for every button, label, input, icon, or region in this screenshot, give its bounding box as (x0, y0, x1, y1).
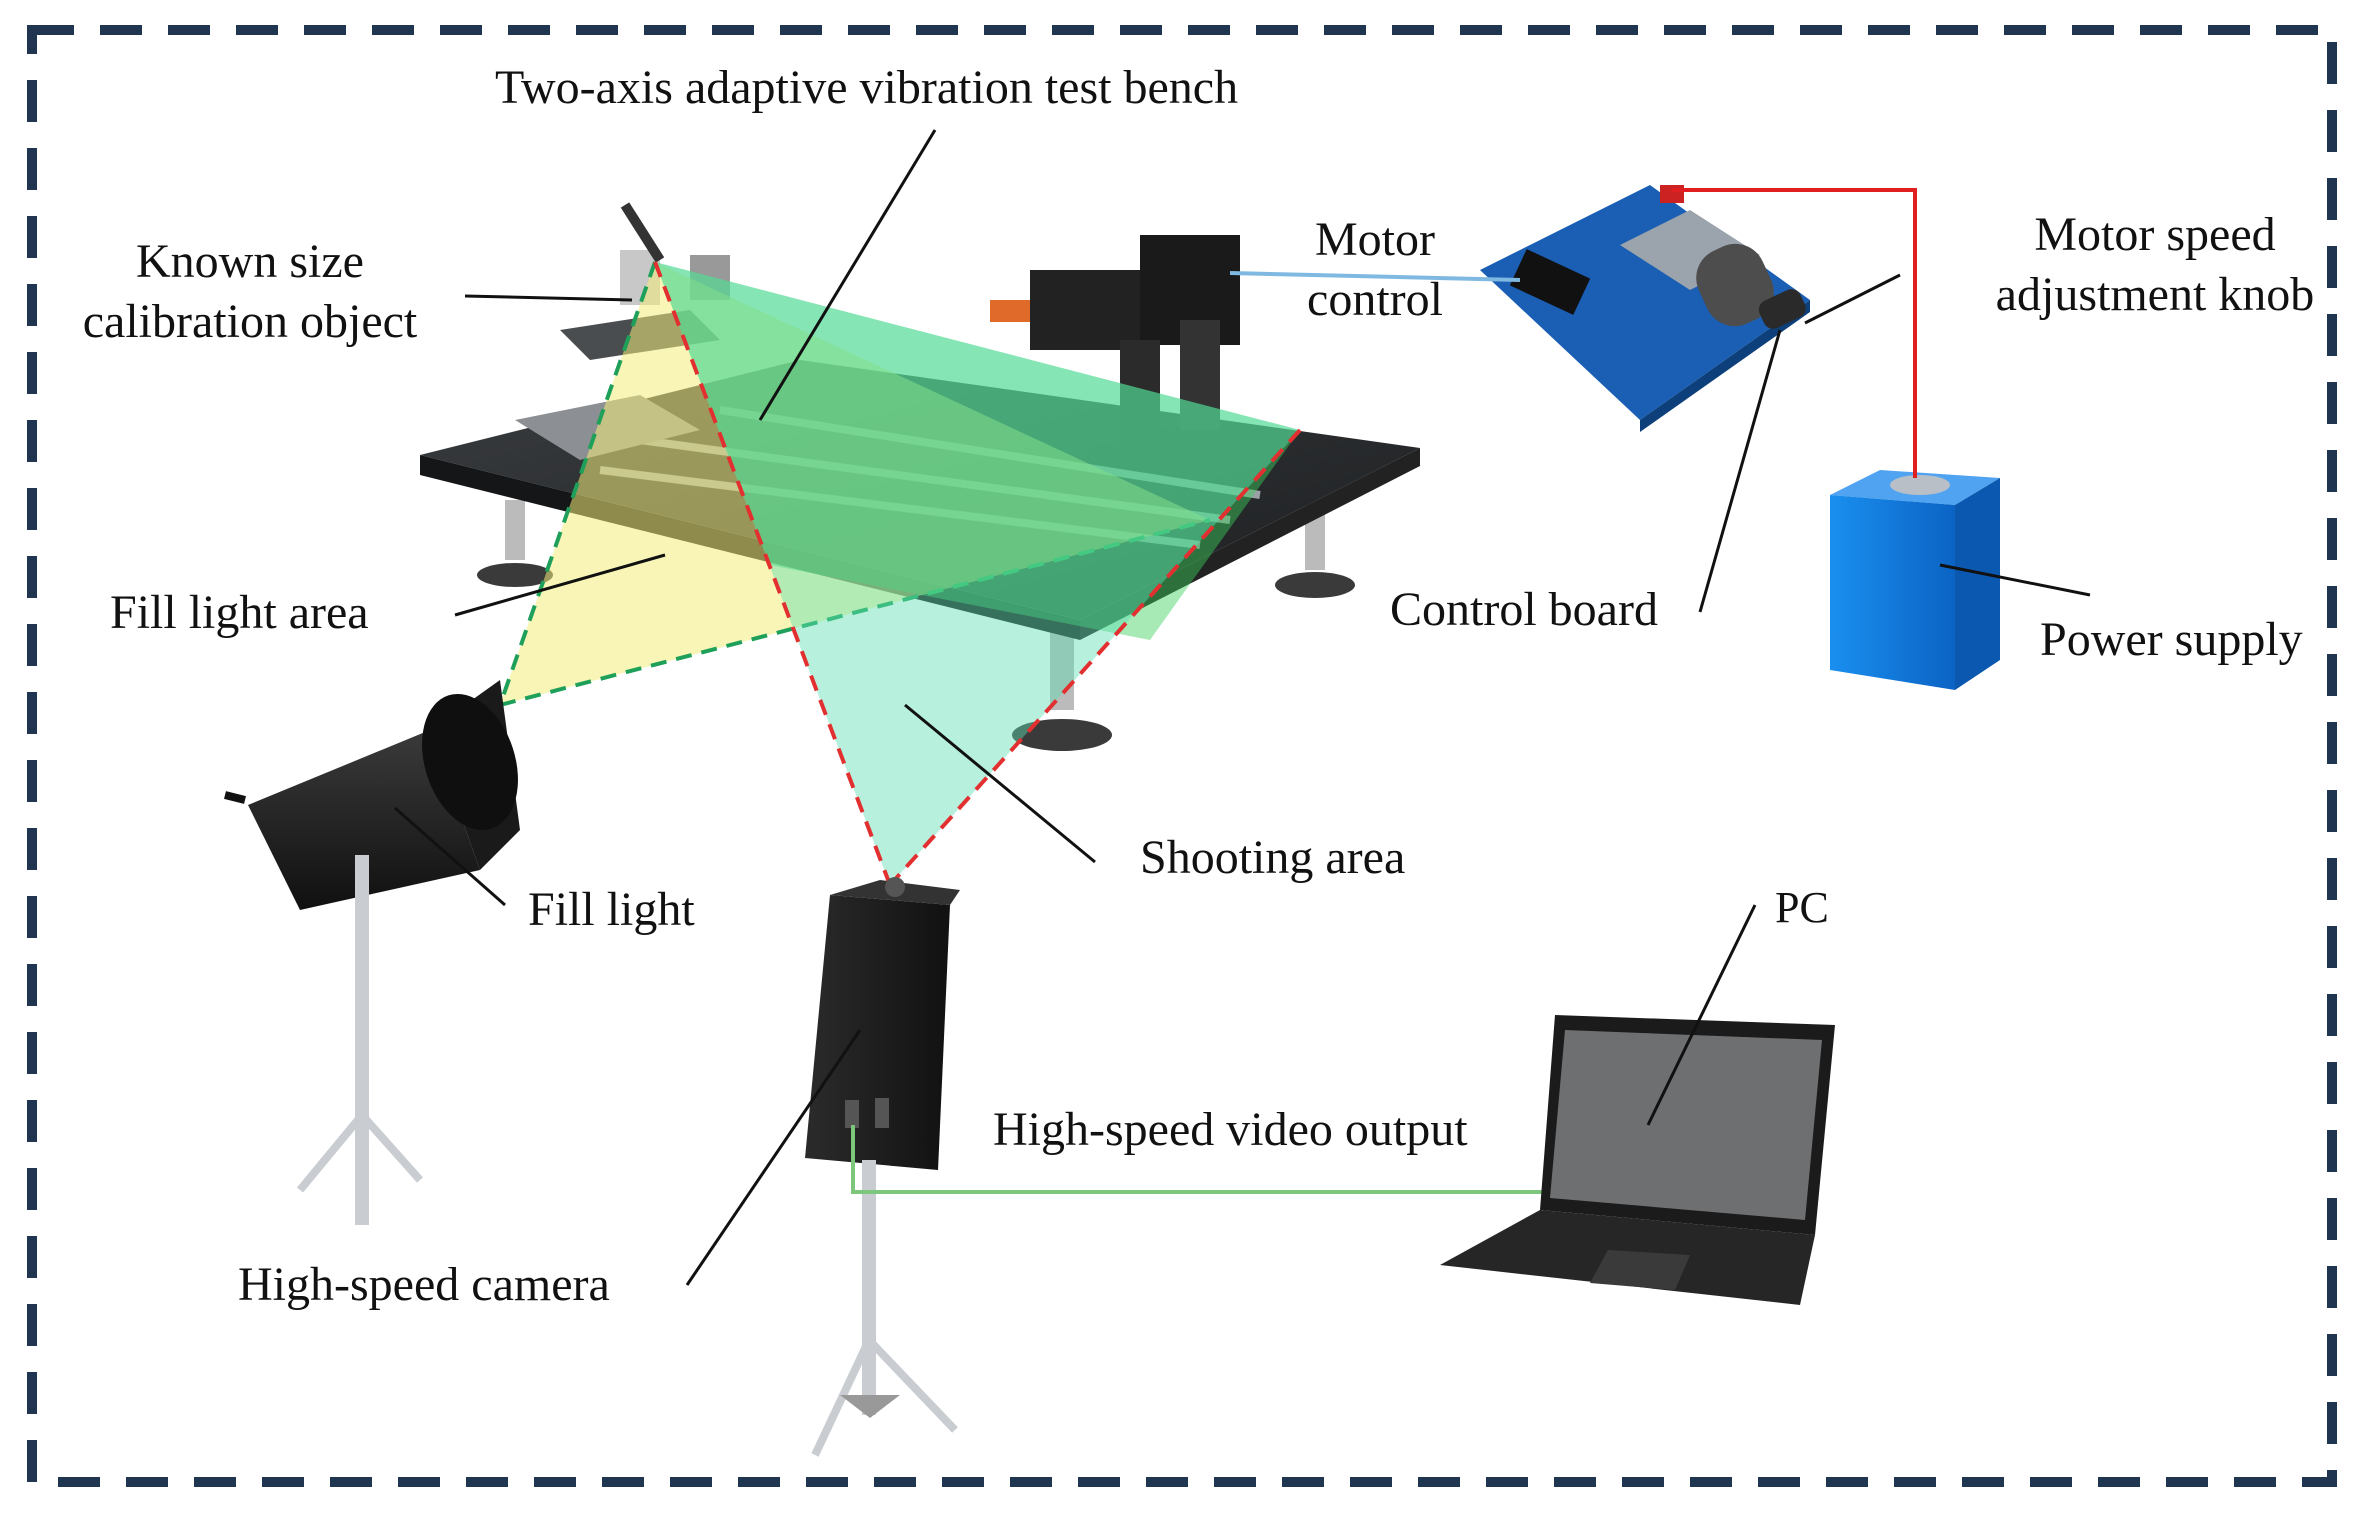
motor-assembly (990, 235, 1240, 440)
high-speed-camera-device (805, 877, 960, 1457)
label-video-output: High-speed video output (993, 1103, 1468, 1156)
label-motor-speed-knob: Motor speed adjustment knob (1975, 205, 2335, 325)
label-calibration-object: Known size calibration object (70, 232, 430, 352)
label-motor-speed-line2: adjustment knob (1995, 268, 2315, 321)
fill-light-zone (498, 261, 1211, 707)
speed-knob (1696, 243, 1806, 329)
label-fill-light: Fill light (528, 883, 695, 936)
video-cable (851, 1125, 1673, 1194)
fill-light-device (224, 680, 520, 1225)
dashed-frame (27, 25, 2337, 1487)
green-scan-zone (655, 262, 1300, 640)
label-test-bench: Two-axis adaptive vibration test bench (495, 61, 1239, 114)
motor-control-cable (1229, 271, 1521, 282)
label-shooting-area: Shooting area (1140, 831, 1406, 884)
label-high-speed-camera: High-speed camera (238, 1258, 610, 1311)
label-motor-control-line2: control (1307, 273, 1443, 326)
label-control-board: Control board (1390, 583, 1658, 636)
label-calibration-line1: Known size (136, 235, 364, 288)
label-motor-control: Motor control (1270, 210, 1480, 330)
label-motor-speed-line1: Motor speed (2034, 208, 2276, 261)
laptop (1440, 1015, 1835, 1305)
leader-lines (394, 129, 2091, 1286)
power-supply-box (1830, 470, 2000, 690)
label-power-supply: Power supply (2040, 613, 2303, 666)
power-wire (1672, 188, 1917, 478)
label-pc: PC (1775, 883, 1829, 932)
shooting-zone (653, 261, 1302, 887)
label-fill-light-area: Fill light area (110, 586, 369, 639)
label-motor-control-line1: Motor (1315, 213, 1435, 266)
label-calibration-line2: calibration object (82, 295, 418, 348)
